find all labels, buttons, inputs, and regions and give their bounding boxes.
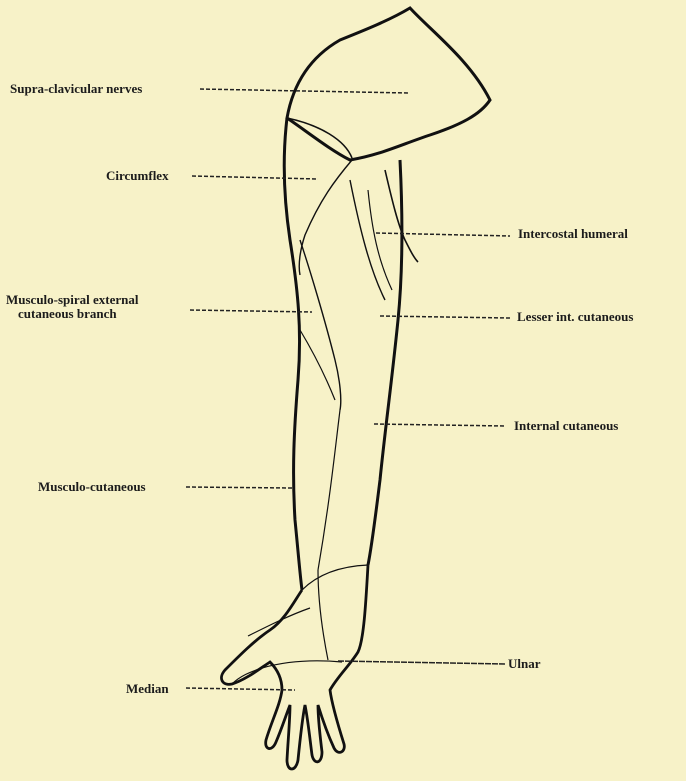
area-line-4 xyxy=(368,190,392,290)
hand-outline xyxy=(221,565,368,769)
leader-musculo-cutaneous xyxy=(186,487,292,488)
label-circumflex: Circumflex xyxy=(106,168,169,183)
label-ulnar: Ulnar xyxy=(508,656,541,671)
label-lesser-int-cutaneous: Lesser int. cutaneous xyxy=(517,309,633,324)
leader-supra-clavicular xyxy=(200,89,408,93)
hand-line-2 xyxy=(318,570,328,660)
area-line-2 xyxy=(300,240,341,410)
leader-intercostal-humeral xyxy=(376,233,510,236)
label-median: Median xyxy=(126,681,169,696)
leader-median xyxy=(186,688,295,690)
arm-right-border xyxy=(368,160,402,565)
arm-left-border xyxy=(284,118,302,590)
label-intercostal-humeral: Intercostal humeral xyxy=(518,226,628,241)
area-line-3 xyxy=(350,180,385,300)
area-line-1 xyxy=(299,160,352,275)
leader-ulnar xyxy=(338,661,505,664)
label-internal-cutaneous: Internal cutaneous xyxy=(514,418,618,433)
label-musculo-spiral-line1: Musculo-spiral external xyxy=(6,292,139,307)
label-musculo-cutaneous: Musculo-cutaneous xyxy=(38,479,146,494)
shoulder-outline xyxy=(287,8,490,160)
leader-musculo-spiral xyxy=(190,310,312,312)
label-supra-clavicular: Supra-clavicular nerves xyxy=(10,81,142,96)
label-musculo-spiral-line2: cutaneous branch xyxy=(18,306,117,321)
leader-circumflex xyxy=(192,176,318,179)
leader-internal-cutaneous xyxy=(374,424,505,426)
wrist-line xyxy=(302,565,368,590)
forearm-line xyxy=(318,410,340,570)
